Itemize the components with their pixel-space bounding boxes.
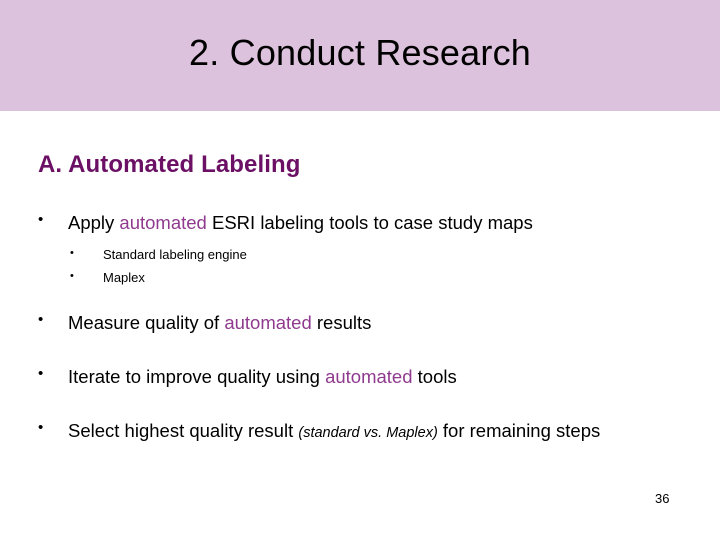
- bullet-text: Measure quality of automated results: [68, 311, 720, 334]
- slide-title: 2. Conduct Research: [189, 32, 531, 73]
- bullet-text: Select highest quality result (standard …: [68, 419, 720, 442]
- bullet-text: Apply automated ESRI labeling tools to c…: [68, 211, 720, 234]
- text-run: Measure quality of: [68, 312, 225, 333]
- bullet-text: Maplex: [103, 270, 720, 286]
- highlighted-term: automated: [119, 212, 207, 233]
- bullet-item: • Apply automated ESRI labeling tools to …: [38, 211, 720, 234]
- section-heading: A. Automated Labeling: [38, 151, 301, 178]
- bullet-item: • Iterate to improve quality using automa…: [38, 365, 720, 388]
- sub-bullet-item: • Standard labeling engine: [70, 247, 720, 263]
- title-band: 2. Conduct Research: [0, 0, 720, 111]
- bullet-text: Iterate to improve quality using automat…: [68, 365, 720, 388]
- highlighted-term: automated: [325, 366, 413, 387]
- text-run: Select highest quality result: [68, 420, 299, 441]
- highlighted-term: automated: [224, 312, 312, 333]
- bullet-text: Standard labeling engine: [103, 247, 720, 263]
- bullet-point-icon: •: [70, 270, 74, 282]
- text-run: Apply: [68, 212, 120, 233]
- bullet-point-icon: •: [70, 247, 74, 259]
- bullet-point-icon: •: [38, 211, 44, 228]
- bullet-point-icon: •: [38, 311, 44, 328]
- bullet-point-icon: •: [38, 419, 44, 436]
- sub-bullet-item: • Maplex: [70, 270, 720, 286]
- page-number: 36: [655, 491, 670, 506]
- text-run: Iterate to improve quality using: [68, 366, 326, 387]
- text-run: Standard labeling engine: [103, 247, 247, 262]
- bullet-item: • Measure quality of automated results: [38, 311, 720, 334]
- text-run: tools: [412, 366, 457, 387]
- text-run: Maplex: [103, 270, 145, 285]
- bullet-item: • Select highest quality result (standard…: [38, 419, 720, 442]
- text-run: ESRI labeling tools to case study maps: [206, 212, 533, 233]
- slide-body: A. Automated Labeling • Apply automated E…: [0, 111, 720, 540]
- parenthetical-note: (standard vs. Maplex): [298, 425, 438, 441]
- text-run: results: [311, 312, 372, 333]
- bullet-point-icon: •: [38, 365, 44, 382]
- text-run: for remaining steps: [437, 420, 601, 441]
